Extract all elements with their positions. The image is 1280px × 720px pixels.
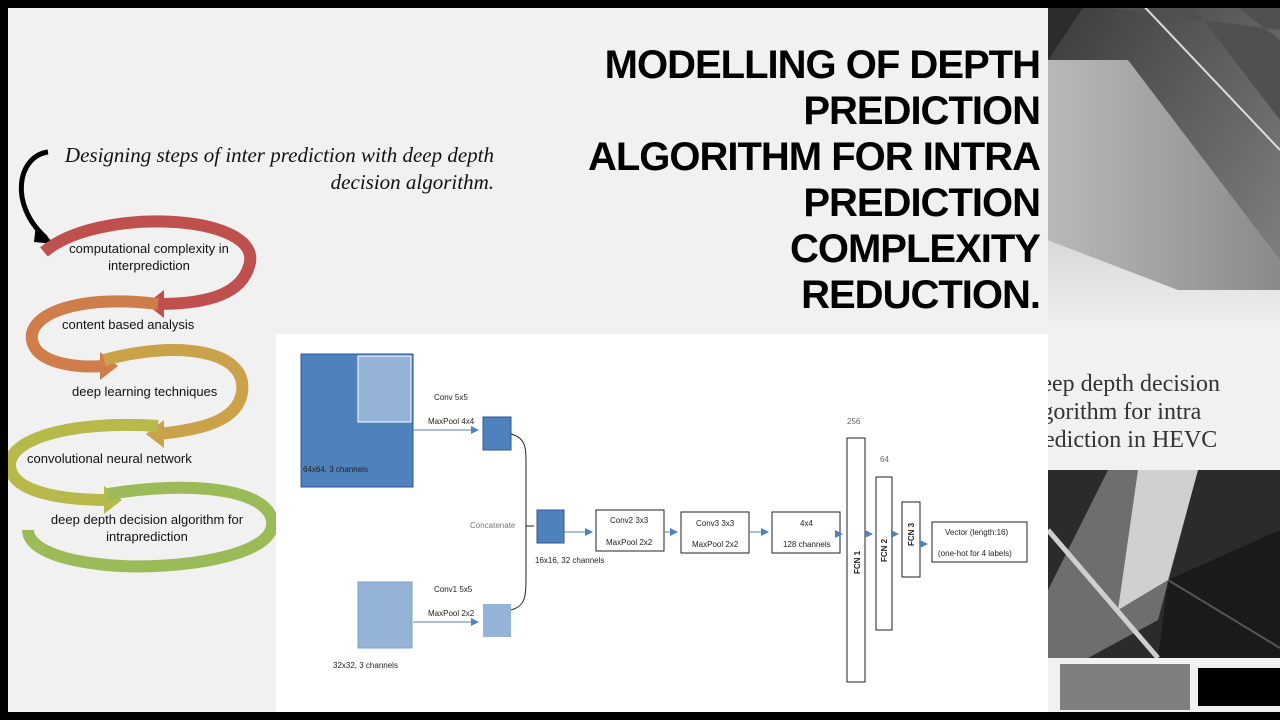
fcn3-box <box>901 501 921 578</box>
fcn1-units: 256 <box>847 417 861 426</box>
network-diagram: 64x64, 3 channels 32x32, 3 channels Conv… <box>276 334 1048 712</box>
concrete-photo-bottom <box>1048 470 1280 658</box>
output-line-2: (one-hot for 4 labels) <box>938 549 1012 558</box>
step-1-line-1: computational complexity in <box>69 241 229 256</box>
conv3-pool-label: MaxPool 2x2 <box>692 540 739 549</box>
step-5-line-1: deep depth decision algorithm for <box>50 512 244 527</box>
gray-accent-bar <box>1060 664 1190 710</box>
step-2-label: content based analysis <box>62 317 195 332</box>
slide-title: MODELLING OF DEPTH PREDICTION ALGORITHM … <box>587 43 1041 317</box>
concrete-photo-top <box>1048 8 1280 344</box>
step-1-line-2: interprediction <box>108 258 190 273</box>
step-5-label: deep depth decision algorithm for intrap… <box>38 511 256 545</box>
concat-label: Concatenate <box>470 521 516 530</box>
conv2-pool-label: MaxPool 2x2 <box>606 538 653 547</box>
feature-map-box <box>771 511 841 554</box>
conv2-label: Conv2 3x3 <box>610 516 649 525</box>
merged-feature <box>536 509 565 544</box>
fcn3-label: FCN 3 <box>907 522 916 546</box>
fcn2-box <box>875 476 893 631</box>
process-flow <box>8 149 279 573</box>
input-64-crop <box>357 355 412 423</box>
conv5-label: Conv 5x5 <box>434 393 468 402</box>
conv3-label: Conv3 3x3 <box>696 519 735 528</box>
output-box <box>931 521 1028 563</box>
conv3-box <box>680 511 750 554</box>
step-5-arrow <box>22 481 279 573</box>
input-32-block <box>357 581 413 649</box>
step-3-arrow <box>102 344 249 440</box>
fcn2-label: FCN 2 <box>880 538 889 562</box>
branch2-feature <box>483 604 511 637</box>
entry-arrow-icon <box>18 149 49 240</box>
step-4-label: convolutional neural network <box>27 451 192 466</box>
step-1-label: computational complexity in interpredict… <box>54 240 244 274</box>
output-line-1: Vector (length:16) <box>945 528 1008 537</box>
branch1-feature <box>482 416 512 451</box>
maxpool4-label: MaxPool 4x4 <box>428 417 475 426</box>
step-5-line-2: intraprediction <box>106 529 188 544</box>
photo-caption: Deep depth decision algorithm for intra … <box>1024 371 1220 453</box>
feature-map-size: 4x4 <box>800 519 813 528</box>
black-accent-bar <box>1198 668 1280 706</box>
step-2-arrow <box>25 295 159 373</box>
maxpool2-label: MaxPool 2x2 <box>428 609 475 618</box>
fcn1-box <box>846 437 866 683</box>
concat-brace <box>510 433 527 611</box>
input-32-label: 32x32, 3 channels <box>333 661 398 670</box>
step-1-arrow <box>40 215 257 310</box>
fcn1-label: FCN 1 <box>853 550 862 574</box>
input-64-label: 64x64, 3 channels <box>303 465 368 474</box>
step-4-arrow <box>8 418 159 506</box>
slide: MODELLING OF DEPTH PREDICTION ALGORITHM … <box>8 8 1280 712</box>
feature-map-channels: 128 channels <box>783 540 831 549</box>
conv2-box <box>595 509 665 552</box>
conv1-label: Conv1 5x5 <box>434 585 473 594</box>
fcn2-units: 64 <box>880 455 889 464</box>
merged-label: 16x16, 32 channels <box>535 556 604 565</box>
flow-subtitle: Designing steps of inter prediction with… <box>64 143 494 194</box>
step-3-label: deep learning techniques <box>72 384 218 399</box>
